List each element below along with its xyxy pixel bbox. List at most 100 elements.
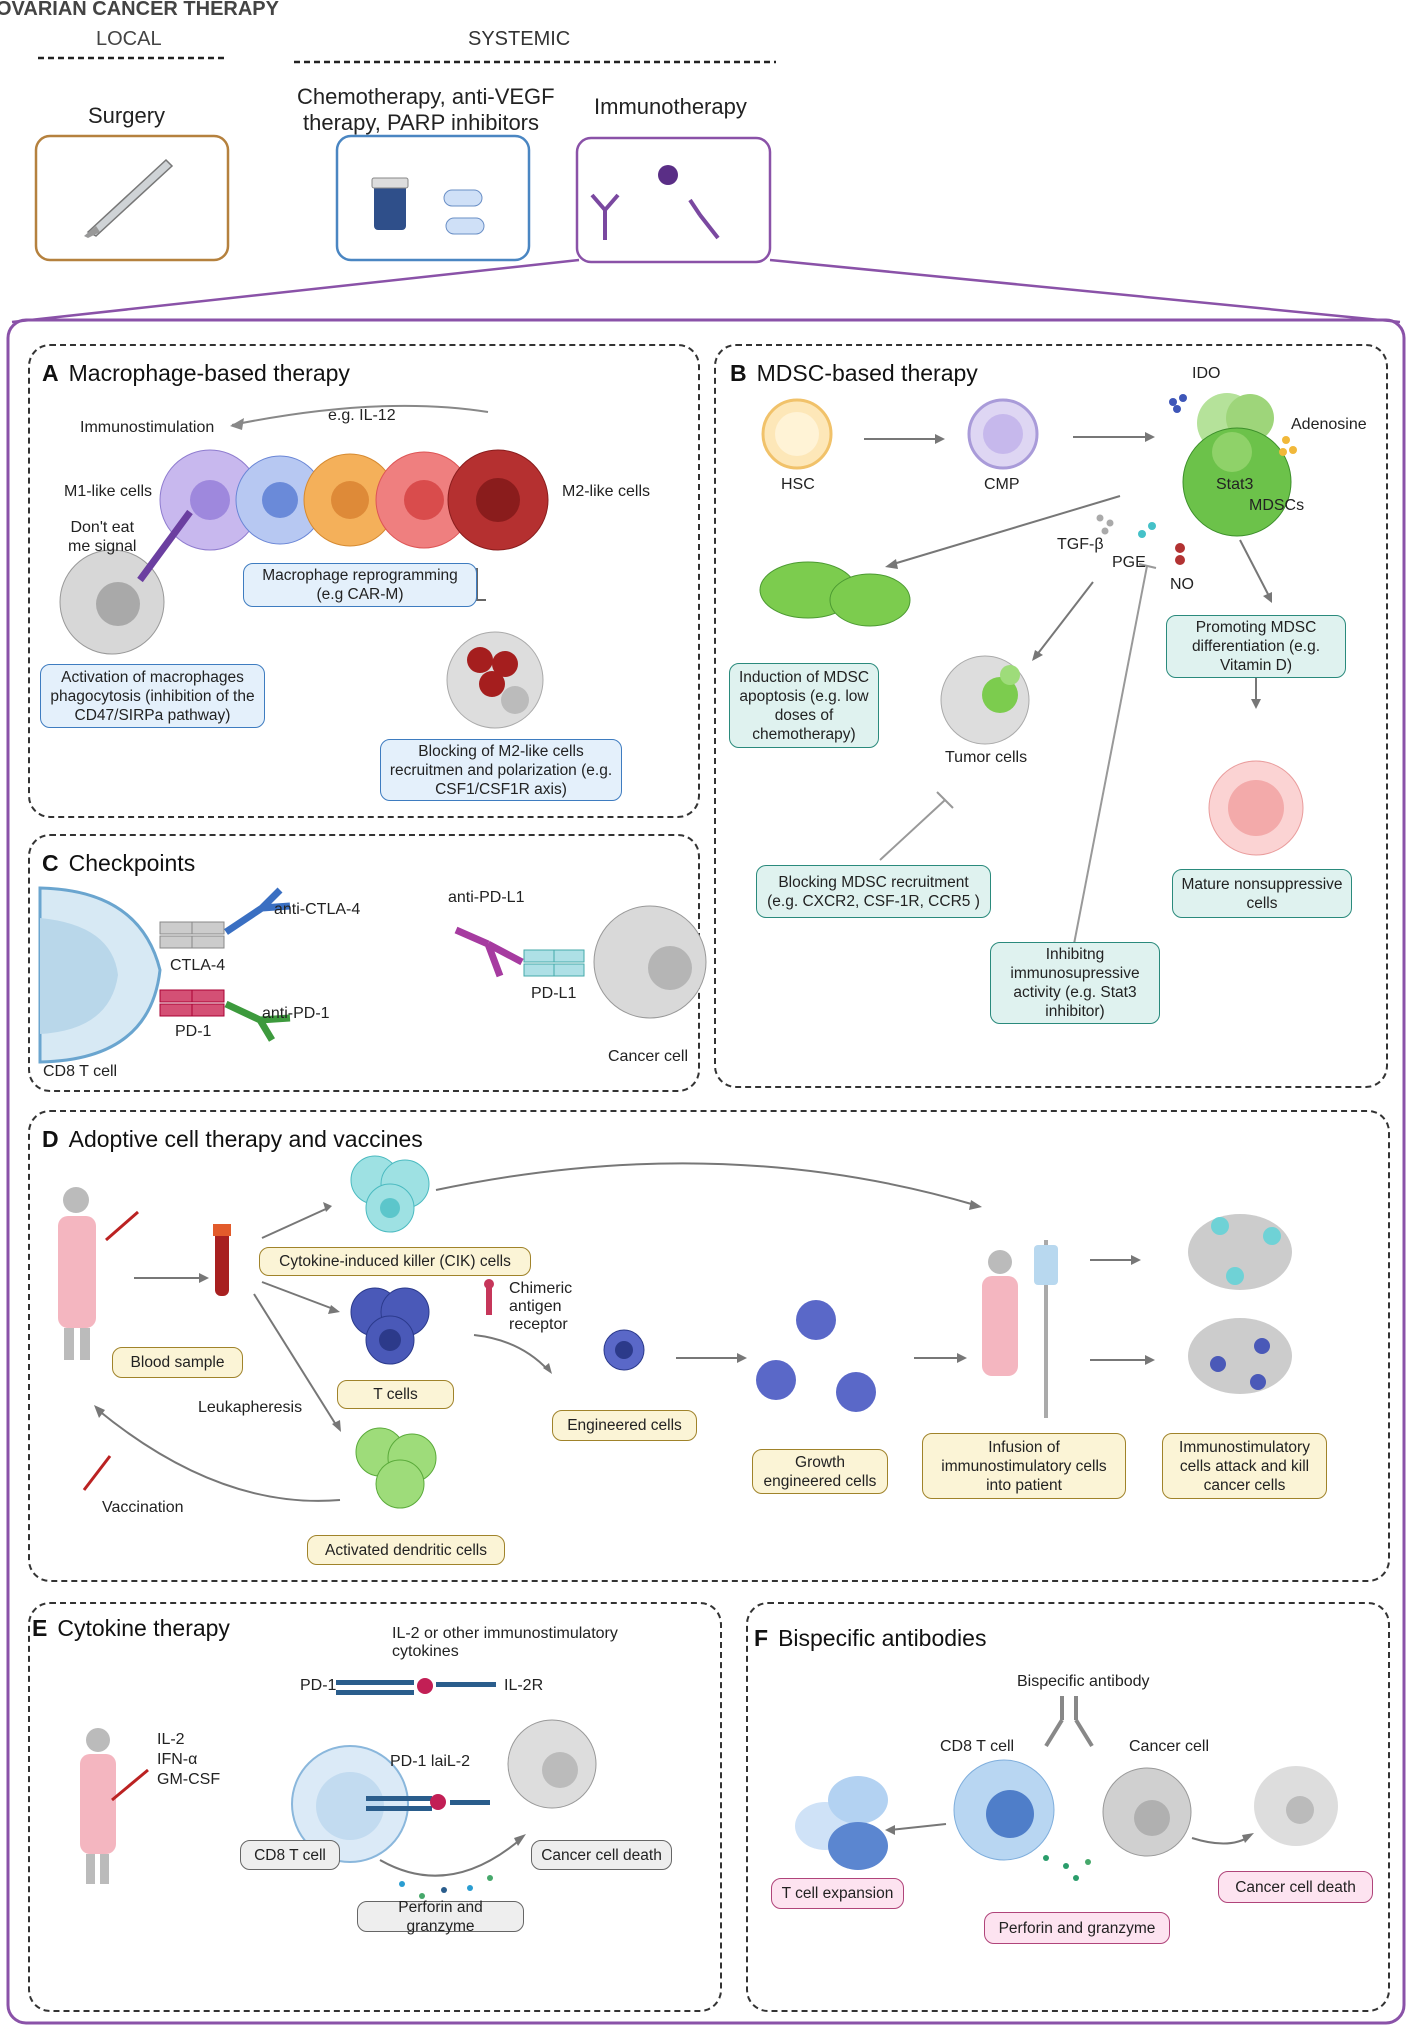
pd1-iail2-label: PD-1 laiL-2 [390,1753,471,1770]
t-cells [350,1287,430,1365]
cancer-cell-label-c: Cancer cell [608,1048,689,1065]
engineered-cells-box: Engineered cells [552,1410,697,1441]
pill-bottle-icon [371,177,409,230]
panel-b [714,344,1388,1088]
dead-cancer-cell-f [1254,1766,1338,1846]
pd1-il2r-construct [336,1678,496,1695]
activation-box: Activation of macrophages phagocytosis (… [40,664,265,728]
pge-dots [1138,522,1156,538]
granule-dots-f [1043,1855,1091,1881]
granule-dots [399,1875,493,1899]
m1-label: M1-like cells [64,483,153,500]
perforin-box-e: Perforin and granzyme [357,1899,524,1935]
leukapheresis-label: Leukapheresis [198,1399,303,1416]
immunostimulation-label: Immunostimulation [80,419,215,436]
cancer-death-box-f: Cancer cell death [1218,1871,1373,1903]
m2-label: M2-like cells [562,483,651,500]
pd1-iail2-construct [366,1794,490,1811]
anti-ctla4-label: anti-CTLA-4 [274,901,361,918]
anti-pdl1-label: anti-PD-L1 [448,889,525,906]
stat3-label: Stat3 [1216,476,1254,493]
systemic-heading: SYSTEMIC [468,28,571,50]
dendritic-cells [355,1427,437,1509]
tgfb-dots [1096,514,1114,535]
immunotherapy-label: Immunotherapy [594,94,747,119]
anti-ctla4-antibody [224,887,291,935]
mature-cells-box: Mature nonsuppressive cells [1172,869,1352,918]
dendritic-box: Activated dendritic cells [307,1535,505,1565]
cik-cells [350,1155,430,1233]
il2r-label: IL-2R [504,1677,544,1694]
panel-d [28,1110,1390,1582]
tgfb-label: TGF-β [1057,536,1104,553]
mdscs-label: MDSCs [1249,497,1305,514]
patient-figure [58,1187,96,1360]
pd1-label: PD-1 [175,1023,212,1040]
t-cell-expansion [795,1776,888,1870]
attack-cik [1188,1214,1292,1290]
dont-eat-me-cell [59,549,165,655]
cd8-label-c: CD8 T cell [43,1063,118,1080]
panel-a [28,344,700,818]
blood-sample-box: Blood sample [112,1347,243,1378]
pge-label: PGE [1112,554,1146,571]
blood-tube-icon [213,1224,231,1296]
induction-apoptosis-box: Induction of MDSC apoptosis (e.g. low do… [729,663,879,748]
il12-label: e.g. IL-12 [328,407,396,424]
pdl1-receptor [523,949,585,977]
ctla4-label: CTLA-4 [170,957,226,974]
bispecific-label: Bispecific antibody [1017,1673,1150,1690]
cancer-cell-c [593,905,707,1019]
vaccination-label: Vaccination [102,1499,184,1516]
cancer-cell-e [507,1719,597,1809]
cik-box: Cytokine-induced killer (CIK) cells [259,1247,531,1276]
cancer-death-box-e: Cancer cell death [531,1840,672,1870]
anti-pdl1-antibody [454,926,524,978]
antibody-icons [590,165,720,240]
mdsc-cluster [1182,393,1292,537]
local-heading: LOCAL [96,28,162,50]
main-title: OVARIAN CANCER THERAPY [0,0,279,20]
no-label: NO [1170,576,1194,593]
no-dots [1175,543,1185,565]
anti-pd1-label: anti-PD-1 [262,1005,330,1022]
mature-cell [1208,760,1304,856]
m2-cluster [446,631,544,729]
panel-f [746,1602,1390,2012]
ctla4-receptor [159,921,225,949]
adenosine-label: Adenosine [1291,416,1367,433]
tumor-cells-b [940,655,1030,745]
ido-dots [1169,394,1187,413]
surgery-label: Surgery [88,103,166,128]
blocking-m2-box: Blocking of M2-like cells recruitmen and… [380,739,622,801]
pdl1-label: PD-L1 [531,985,577,1002]
macrophage-cells [159,449,549,551]
anti-pd1-antibody [224,1000,291,1042]
bispecific-antibody-icon [1044,1696,1094,1748]
perforin-box-f: Perforin and granzyme [984,1912,1170,1944]
cancer-cell-f [1102,1767,1192,1857]
tumor-cells-label: Tumor cells [945,749,1028,766]
adenosine-dots [1279,436,1297,456]
apoptotic-mdsc [759,561,911,627]
attack-box: Immunostimulatory cells attack and kill … [1162,1433,1327,1499]
t-cells-box: T cells [337,1380,454,1409]
growth-cells-box: Growth engineered cells [752,1449,888,1494]
ido-label: IDO [1192,365,1221,382]
cd8-box-e: CD8 T cell [240,1840,340,1870]
